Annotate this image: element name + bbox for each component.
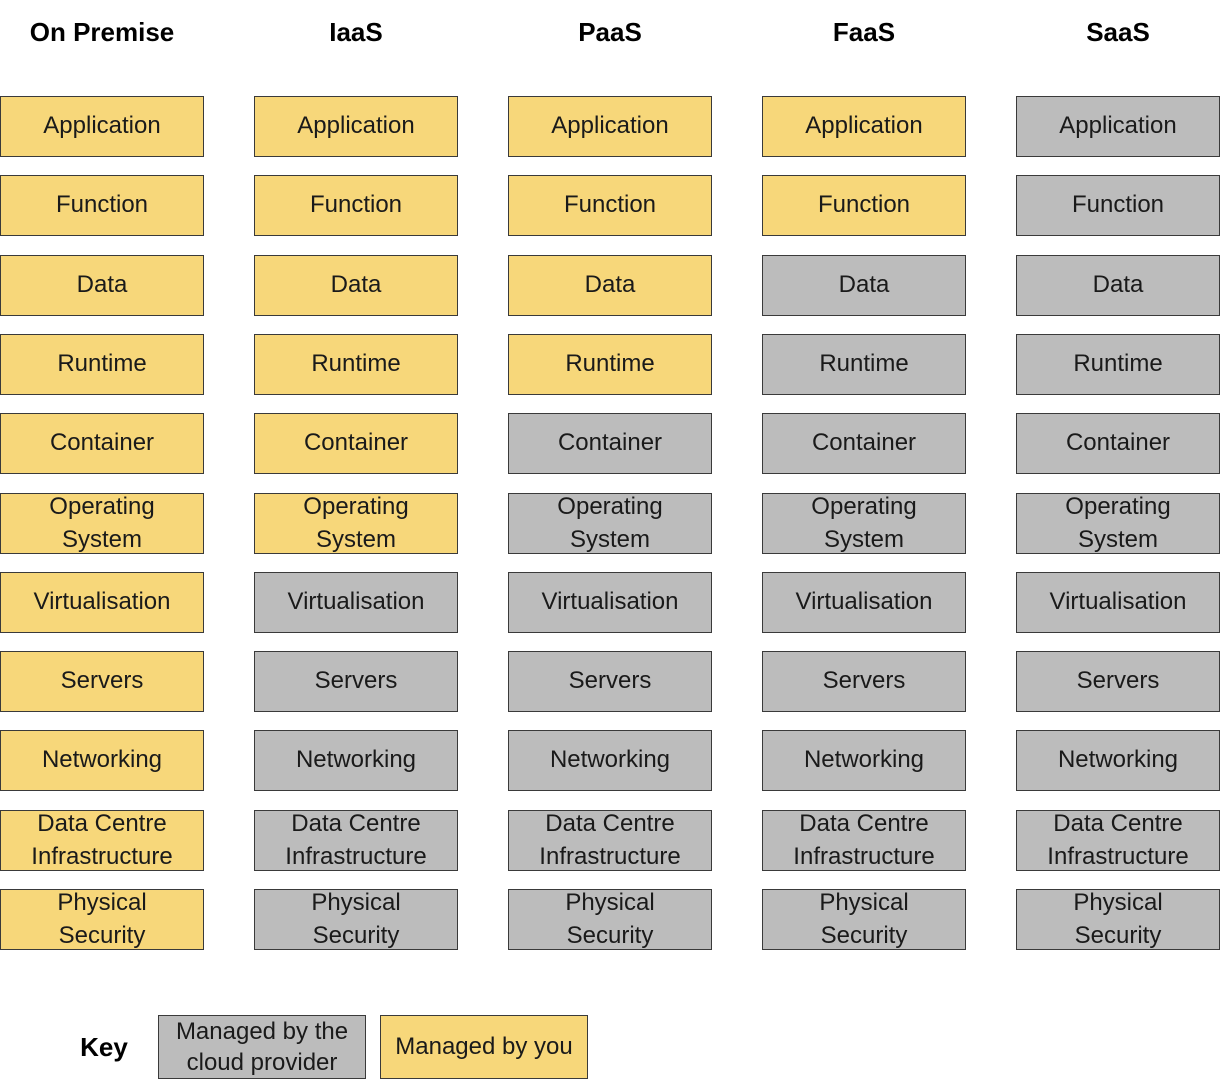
layer-cell-saas-operating-system: Operating System bbox=[1016, 493, 1220, 554]
layer-cell-faas-networking: Networking bbox=[762, 730, 966, 791]
layer-cell-iaas-function: Function bbox=[254, 175, 458, 236]
layer-cell-saas-container: Container bbox=[1016, 413, 1220, 474]
layer-cell-faas-operating-system: Operating System bbox=[762, 493, 966, 554]
layer-cell-paas-physical-security: Physical Security bbox=[508, 889, 712, 950]
layer-cell-on-premise-virtualisation: Virtualisation bbox=[0, 572, 204, 633]
layer-cell-faas-data-centre-infrastructure: Data Centre Infrastructure bbox=[762, 810, 966, 871]
layer-cell-paas-runtime: Runtime bbox=[508, 334, 712, 395]
layer-cell-paas-application: Application bbox=[508, 96, 712, 157]
layer-cell-iaas-application: Application bbox=[254, 96, 458, 157]
layer-cell-paas-operating-system: Operating System bbox=[508, 493, 712, 554]
layer-cell-on-premise-operating-system: Operating System bbox=[0, 493, 204, 554]
layer-cell-iaas-data-centre-infrastructure: Data Centre Infrastructure bbox=[254, 810, 458, 871]
layer-cell-on-premise-data-centre-infrastructure: Data Centre Infrastructure bbox=[0, 810, 204, 871]
layer-cell-saas-runtime: Runtime bbox=[1016, 334, 1220, 395]
layer-cell-faas-runtime: Runtime bbox=[762, 334, 966, 395]
layer-cell-faas-virtualisation: Virtualisation bbox=[762, 572, 966, 633]
layer-cell-saas-data: Data bbox=[1016, 255, 1220, 316]
layer-cell-on-premise-runtime: Runtime bbox=[0, 334, 204, 395]
layer-cell-paas-function: Function bbox=[508, 175, 712, 236]
layer-cell-on-premise-data: Data bbox=[0, 255, 204, 316]
layer-cell-iaas-operating-system: Operating System bbox=[254, 493, 458, 554]
layer-cell-saas-servers: Servers bbox=[1016, 651, 1220, 712]
layer-cell-iaas-container: Container bbox=[254, 413, 458, 474]
layer-cell-iaas-physical-security: Physical Security bbox=[254, 889, 458, 950]
layer-cell-on-premise-application: Application bbox=[0, 96, 204, 157]
layer-cell-saas-function: Function bbox=[1016, 175, 1220, 236]
layer-cell-faas-physical-security: Physical Security bbox=[762, 889, 966, 950]
key-cloud-provider-swatch: Managed by the cloud provider bbox=[158, 1015, 366, 1079]
layer-cell-iaas-virtualisation: Virtualisation bbox=[254, 572, 458, 633]
column-title-on-premise: On Premise bbox=[29, 17, 175, 47]
column-title-faas: FaaS bbox=[832, 17, 896, 47]
layer-cell-saas-data-centre-infrastructure: Data Centre Infrastructure bbox=[1016, 810, 1220, 871]
layer-cell-faas-application: Application bbox=[762, 96, 966, 157]
layer-cell-saas-networking: Networking bbox=[1016, 730, 1220, 791]
layer-cell-on-premise-physical-security: Physical Security bbox=[0, 889, 204, 950]
layer-cell-iaas-data: Data bbox=[254, 255, 458, 316]
key-managed-by-you-swatch: Managed by you bbox=[380, 1015, 588, 1079]
key-title: Key bbox=[80, 1032, 128, 1062]
layer-cell-paas-virtualisation: Virtualisation bbox=[508, 572, 712, 633]
layer-cell-iaas-servers: Servers bbox=[254, 651, 458, 712]
column-title-saas: SaaS bbox=[1086, 17, 1150, 47]
layer-cell-saas-application: Application bbox=[1016, 96, 1220, 157]
layer-cell-saas-physical-security: Physical Security bbox=[1016, 889, 1220, 950]
layer-cell-paas-data: Data bbox=[508, 255, 712, 316]
layer-cell-on-premise-servers: Servers bbox=[0, 651, 204, 712]
layer-cell-paas-networking: Networking bbox=[508, 730, 712, 791]
layer-cell-iaas-runtime: Runtime bbox=[254, 334, 458, 395]
column-title-iaas: IaaS bbox=[329, 17, 383, 47]
layer-cell-on-premise-networking: Networking bbox=[0, 730, 204, 791]
layer-cell-saas-virtualisation: Virtualisation bbox=[1016, 572, 1220, 633]
layer-cell-paas-container: Container bbox=[508, 413, 712, 474]
layer-cell-iaas-networking: Networking bbox=[254, 730, 458, 791]
layer-cell-faas-data: Data bbox=[762, 255, 966, 316]
layer-cell-paas-data-centre-infrastructure: Data Centre Infrastructure bbox=[508, 810, 712, 871]
layer-cell-on-premise-function: Function bbox=[0, 175, 204, 236]
column-title-paas: PaaS bbox=[578, 17, 642, 47]
layer-cell-paas-servers: Servers bbox=[508, 651, 712, 712]
layer-cell-faas-servers: Servers bbox=[762, 651, 966, 712]
layer-cell-faas-container: Container bbox=[762, 413, 966, 474]
layer-cell-faas-function: Function bbox=[762, 175, 966, 236]
layer-cell-on-premise-container: Container bbox=[0, 413, 204, 474]
